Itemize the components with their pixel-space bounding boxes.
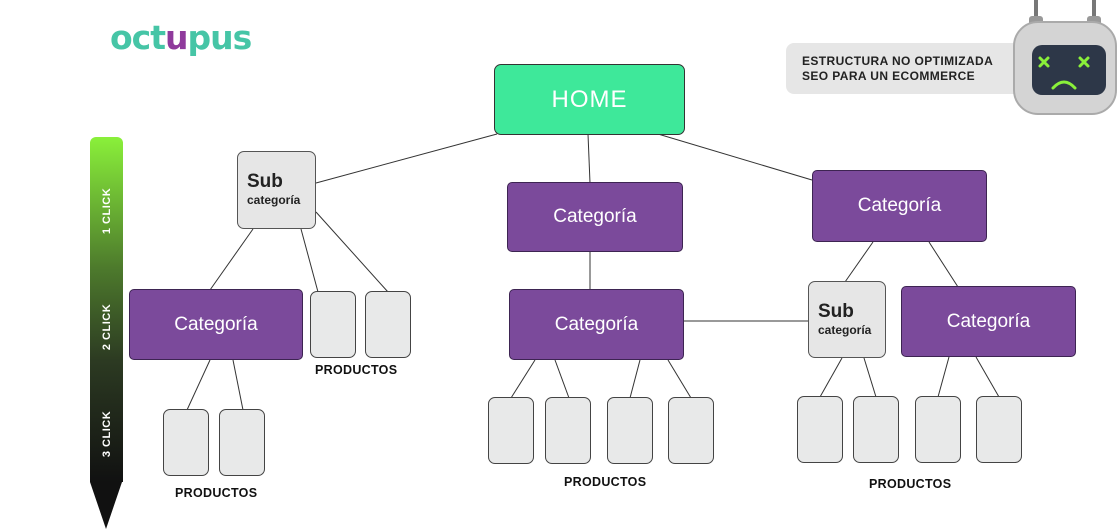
- category-node-right-l2: Categoría: [901, 286, 1076, 357]
- product-card: [668, 397, 714, 464]
- product-card: [915, 396, 961, 463]
- product-card: [219, 409, 265, 476]
- banner-line-2: SEO PARA UN ECOMMERCE: [802, 69, 976, 83]
- click-depth-label-2: 2 CLICK: [101, 303, 113, 351]
- click-depth-arrow: [90, 482, 122, 529]
- product-card: [488, 397, 534, 464]
- products-label: PRODUCTOS: [869, 477, 952, 491]
- subcategory-node-right: Sub categoría: [808, 281, 886, 358]
- product-card: [797, 396, 843, 463]
- product-card: [310, 291, 356, 358]
- product-card: [163, 409, 209, 476]
- products-label: PRODUCTOS: [564, 475, 647, 489]
- subcategory-node-left: Sub categoría: [237, 151, 316, 229]
- product-card: [976, 396, 1022, 463]
- category-node-center-l2: Categoría: [509, 289, 684, 360]
- home-node: HOME: [494, 64, 685, 135]
- products-label: PRODUCTOS: [315, 363, 398, 377]
- product-card: [607, 397, 653, 464]
- category-node-right: Categoría: [812, 170, 987, 242]
- product-card: [545, 397, 591, 464]
- click-depth-label-1: 1 CLICK: [101, 187, 113, 235]
- category-node-left-l2: Categoría: [129, 289, 303, 360]
- product-card: [365, 291, 411, 358]
- click-depth-label-3: 3 CLICK: [101, 410, 113, 458]
- octupus-logo: octupus: [110, 18, 252, 57]
- banner-line-1: ESTRUCTURA NO OPTIMIZADA: [802, 54, 994, 68]
- sad-robot-icon: [1013, 0, 1117, 115]
- products-label: PRODUCTOS: [175, 486, 258, 500]
- category-node-center: Categoría: [507, 182, 683, 252]
- product-card: [853, 396, 899, 463]
- click-depth-bar: [90, 137, 123, 482]
